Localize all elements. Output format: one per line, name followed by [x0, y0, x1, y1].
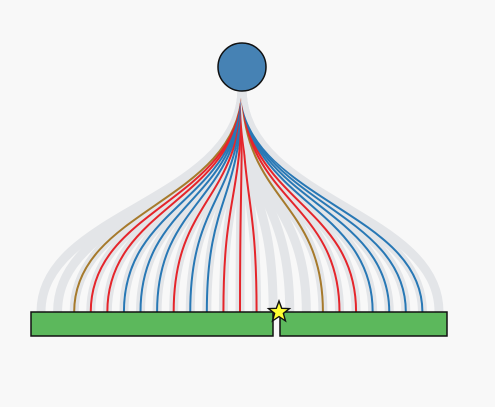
- star-marker-icon: [266, 298, 292, 323]
- fan-lines: [39, 90, 441, 314]
- left-bar: [30, 311, 274, 337]
- ground-bars: [30, 311, 448, 337]
- right-bar: [279, 311, 448, 337]
- fan-line: [106, 91, 243, 313]
- source-node: [217, 42, 267, 92]
- ghost-fan-line: [240, 90, 441, 314]
- fan-line: [122, 91, 243, 313]
